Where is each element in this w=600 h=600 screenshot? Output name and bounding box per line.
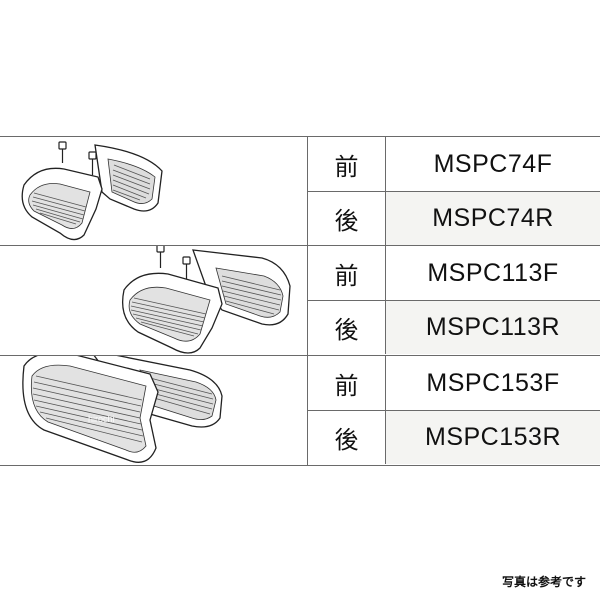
cover-illustration-short [21, 141, 163, 241]
table-row: 後 MSPC113R [308, 300, 600, 354]
position-label: 後 [308, 192, 386, 245]
position-label: 前 [308, 137, 386, 191]
product-illustration-cell [0, 246, 308, 355]
cover-illustration-long [22, 356, 223, 463]
product-group: hirochi 前 MSPC153F 後 MSPC153R [0, 355, 600, 465]
part-number: MSPC153R [386, 411, 600, 464]
position-label: 前 [308, 356, 386, 410]
product-illustration-cell: hirochi [0, 356, 308, 465]
product-group: 前 MSPC113F 後 MSPC113R [0, 245, 600, 355]
reference-photo-note: 写真は参考です [501, 575, 586, 589]
position-label: 後 [308, 301, 386, 354]
table-row: 後 MSPC153R [308, 410, 600, 464]
part-number: MSPC74R [386, 192, 600, 245]
table-row: 前 MSPC153F [308, 356, 600, 410]
table-row: 前 MSPC74F [308, 137, 600, 191]
cover-illustration-medium [121, 246, 291, 354]
watermark-text: hirochi [88, 414, 115, 424]
part-number: MSPC113F [427, 258, 559, 287]
position-label: 後 [308, 411, 386, 464]
part-number: MSPC153F [426, 368, 560, 397]
table-row: 前 MSPC113F [308, 246, 600, 300]
table-row: 後 MSPC74R [308, 191, 600, 245]
product-table: 前 MSPC74F 後 MSPC74R [0, 136, 600, 466]
part-number: MSPC74F [433, 149, 553, 178]
product-group: 前 MSPC74F 後 MSPC74R [0, 137, 600, 245]
product-illustration-cell [0, 137, 308, 245]
position-label: 前 [308, 246, 386, 300]
part-number: MSPC113R [386, 301, 600, 354]
